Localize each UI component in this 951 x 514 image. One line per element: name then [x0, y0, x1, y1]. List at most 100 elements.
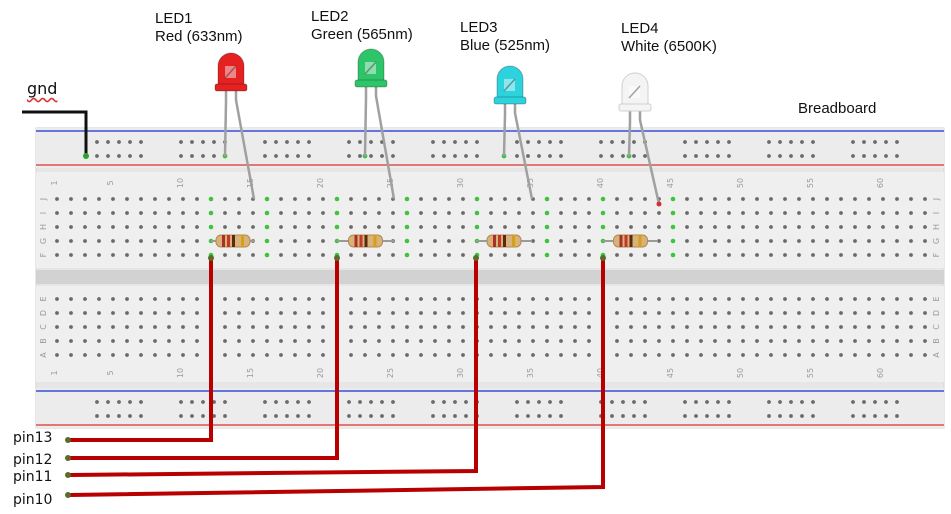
rail-hole	[358, 140, 362, 144]
led-body	[621, 72, 649, 107]
rail-hole	[694, 400, 698, 404]
hole	[839, 297, 843, 301]
hole	[83, 225, 87, 229]
rail-hole	[358, 400, 362, 404]
rail-hole	[128, 154, 132, 158]
rail-hole	[548, 154, 552, 158]
hole	[867, 197, 871, 201]
hole	[699, 311, 703, 315]
rail-hole	[391, 140, 395, 144]
hole	[923, 253, 927, 257]
hole	[125, 253, 129, 257]
hole	[489, 253, 493, 257]
hole	[797, 253, 801, 257]
hole	[419, 211, 423, 215]
rail-hole	[179, 140, 183, 144]
rail-hole	[610, 154, 614, 158]
row-letter: I	[39, 212, 48, 214]
hole	[881, 225, 885, 229]
hole	[685, 239, 689, 243]
hole	[741, 239, 745, 243]
hole	[531, 211, 535, 215]
hole	[181, 297, 185, 301]
hole	[671, 297, 675, 301]
rail-hole	[307, 400, 311, 404]
hole	[489, 297, 493, 301]
hole	[503, 311, 507, 315]
hole	[208, 196, 214, 202]
hole	[867, 311, 871, 315]
hole	[643, 211, 647, 215]
hole	[279, 339, 283, 343]
hole	[279, 211, 283, 215]
rail-hole	[117, 400, 121, 404]
rail-hole	[128, 140, 132, 144]
hole	[629, 211, 633, 215]
rail-hole	[95, 414, 99, 418]
hole	[629, 311, 633, 315]
hole	[825, 339, 829, 343]
hole	[531, 253, 535, 257]
hole	[433, 225, 437, 229]
hole	[615, 297, 619, 301]
rail-hole	[201, 414, 205, 418]
rail-hole	[307, 140, 311, 144]
rail-hole	[895, 140, 899, 144]
hole	[825, 197, 829, 201]
hole	[265, 311, 269, 315]
hole	[559, 211, 563, 215]
hole	[461, 353, 465, 357]
hole	[881, 297, 885, 301]
resistor-band	[359, 235, 363, 247]
hole	[573, 353, 577, 357]
hole	[223, 197, 227, 201]
rail-hole	[610, 400, 614, 404]
hole	[797, 339, 801, 343]
hole	[111, 225, 115, 229]
rail-hole	[190, 154, 194, 158]
rail-hole	[559, 414, 563, 418]
hole	[783, 211, 787, 215]
hole	[517, 297, 521, 301]
led-flange	[214, 83, 248, 92]
hole	[881, 339, 885, 343]
rail-hole	[263, 414, 267, 418]
hole	[587, 197, 591, 201]
column-number: 55	[806, 178, 815, 188]
hole	[559, 225, 563, 229]
resistor-band	[364, 235, 368, 247]
row-letter: A	[932, 352, 941, 358]
rail-hole	[347, 154, 351, 158]
hole	[153, 297, 157, 301]
hole	[167, 197, 171, 201]
rail-hole	[442, 154, 446, 158]
rail-hole	[190, 140, 194, 144]
hole	[517, 253, 521, 257]
hole	[447, 225, 451, 229]
hole	[699, 197, 703, 201]
rail-hole	[811, 140, 815, 144]
hole	[517, 311, 521, 315]
hole	[909, 211, 913, 215]
hole	[237, 297, 241, 301]
hole	[713, 311, 717, 315]
hole	[349, 297, 353, 301]
hole	[544, 238, 550, 244]
hole	[97, 211, 101, 215]
hole	[69, 297, 73, 301]
hole	[167, 239, 171, 243]
hole	[363, 325, 367, 329]
rail-hole	[873, 400, 877, 404]
hole	[404, 224, 410, 230]
led-anvil	[225, 66, 236, 78]
hole	[825, 325, 829, 329]
hole	[713, 253, 717, 257]
hole	[573, 225, 577, 229]
breadboard-label: Breadboard	[798, 100, 877, 117]
rail-hole	[548, 414, 552, 418]
hole	[755, 239, 759, 243]
hole	[881, 197, 885, 201]
hole	[307, 353, 311, 357]
rail-hole	[369, 400, 373, 404]
hole	[503, 211, 507, 215]
